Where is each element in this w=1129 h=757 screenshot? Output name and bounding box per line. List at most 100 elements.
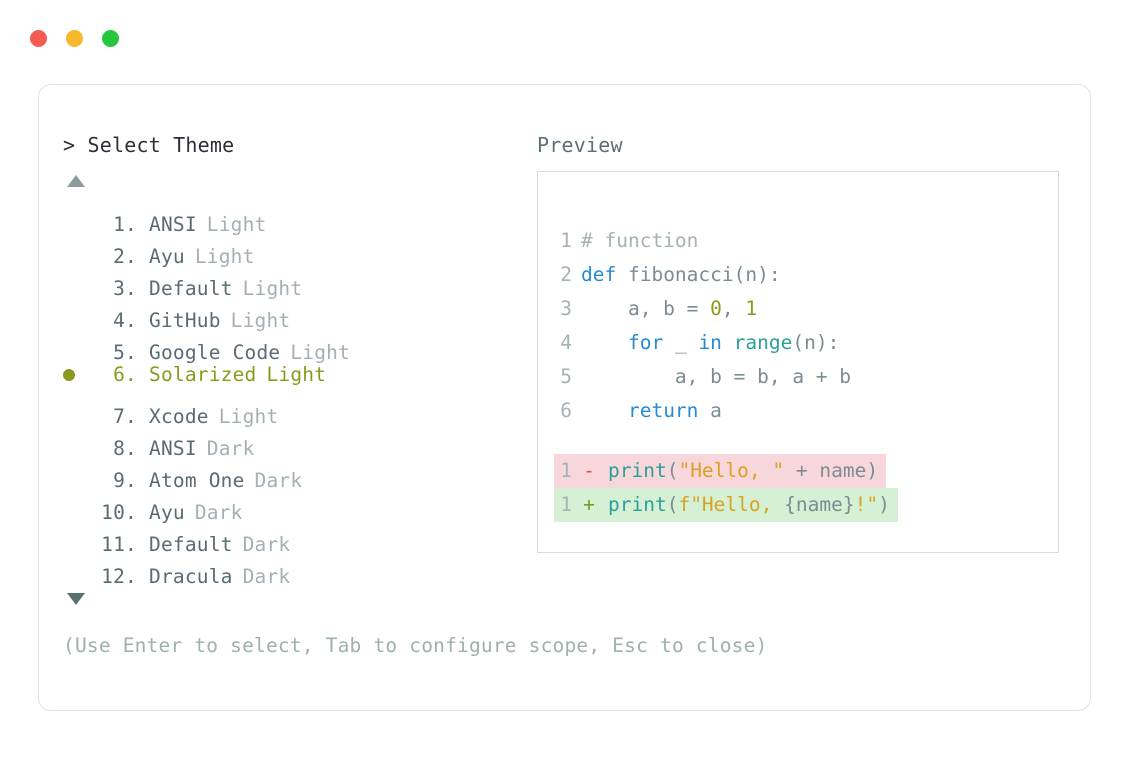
code-token: "Hello, "	[678, 459, 785, 482]
line-number: 5	[560, 365, 572, 388]
code-line-text: # function	[581, 224, 698, 258]
theme-item-number: 12.	[101, 565, 137, 588]
triangle-down-icon[interactable]	[67, 593, 85, 605]
selected-bullet-icon	[63, 369, 75, 381]
theme-list-item[interactable]: 3. Default Light	[63, 263, 533, 300]
theme-item-name: Xcode	[149, 405, 209, 428]
code-token: def	[581, 263, 617, 286]
theme-item-number: 9.	[113, 469, 137, 492]
code-token: )	[878, 493, 890, 516]
code-token: a, b = b, a + b	[581, 365, 852, 388]
line-number: 3	[560, 297, 572, 320]
theme-item-variant: Light	[230, 309, 291, 332]
code-line-text: a, b = 0, 1	[581, 292, 757, 326]
theme-item-number: 11.	[101, 533, 137, 556]
selection-bullet-slot	[63, 551, 91, 583]
selection-bullet-slot	[63, 327, 91, 359]
code-token: a	[698, 399, 722, 422]
theme-item-variant: Dark	[242, 533, 291, 556]
line-number: 1	[560, 493, 572, 516]
theme-item-name: ANSI	[149, 213, 197, 236]
theme-item-name: Google Code	[149, 341, 281, 364]
code-token: ,	[721, 297, 746, 320]
selection-bullet-slot	[63, 391, 91, 423]
theme-list-item[interactable]: 11. Default Dark	[63, 519, 533, 556]
keyboard-hint: (Use Enter to select, Tab to configure s…	[63, 634, 768, 657]
theme-item-variant: Light	[290, 341, 351, 364]
code-line: 5 a, b = b, a + b	[554, 360, 1058, 394]
theme-item-variant: Dark	[254, 469, 303, 492]
theme-item-variant: Dark	[242, 565, 291, 588]
code-token: (	[666, 493, 679, 516]
code-line-text: def fibonacci(n):	[581, 258, 781, 292]
line-number: 1	[560, 229, 572, 252]
code-token	[722, 331, 734, 354]
minimize-window-button[interactable]	[66, 30, 83, 47]
theme-item-number: 5.	[113, 341, 137, 364]
close-window-button[interactable]	[30, 30, 47, 47]
diff-line-removed: 1-print("Hello, " + name)	[554, 454, 887, 488]
theme-list-item[interactable]: 5. Google Code Light	[63, 327, 533, 364]
selection-bullet-slot	[63, 231, 91, 263]
code-token: {name}	[784, 493, 855, 516]
diff-sign: +	[583, 493, 595, 516]
theme-item-number: 7.	[113, 405, 137, 428]
theme-item-number: 2.	[113, 245, 137, 268]
selection-bullet-slot	[63, 455, 91, 487]
code-token: !"	[854, 493, 879, 516]
code-token: (	[666, 459, 679, 482]
selection-bullet-slot	[63, 487, 91, 519]
theme-item-variant: Light	[242, 277, 303, 300]
code-line-text: a, b = b, a + b	[581, 360, 851, 394]
code-token: + name	[784, 459, 867, 482]
code-token: print	[608, 493, 667, 516]
theme-item-name: Default	[149, 277, 233, 300]
code-token: in	[698, 331, 722, 354]
code-line: 6 return a	[554, 394, 1058, 428]
code-token: _	[663, 331, 699, 354]
theme-item-variant: Light	[194, 245, 255, 268]
theme-list-item[interactable]: 7. Xcode Light	[63, 391, 533, 428]
theme-item-number: 3.	[113, 277, 137, 300]
preview-label: Preview	[537, 133, 623, 157]
code-token: fibonacci	[616, 263, 734, 286]
theme-item-variant: Dark	[206, 437, 255, 460]
code-line: 3 a, b = 0, 1	[554, 292, 1058, 326]
theme-item-name: Dracula	[149, 565, 233, 588]
line-number: 6	[560, 399, 572, 422]
theme-item-number: 1.	[113, 213, 137, 236]
code-token: (n):	[733, 263, 781, 286]
theme-list-item[interactable]: 12. Dracula Dark	[63, 551, 533, 588]
theme-item-number: 8.	[113, 437, 137, 460]
maximize-window-button[interactable]	[102, 30, 119, 47]
code-token: range	[733, 331, 793, 354]
triangle-up-icon[interactable]	[67, 175, 85, 187]
theme-item-variant: Light	[218, 405, 279, 428]
select-theme-prompt: > Select Theme	[63, 133, 235, 157]
code-token: 0	[710, 297, 722, 320]
selection-bullet-slot	[63, 519, 91, 551]
theme-item-name: Default	[149, 533, 233, 556]
code-token: return	[627, 399, 699, 422]
line-number: 1	[560, 459, 572, 482]
line-number: 4	[560, 331, 572, 354]
code-token	[581, 399, 628, 422]
code-token: 1	[745, 297, 758, 320]
code-token: print	[608, 459, 667, 482]
code-token	[581, 331, 628, 354]
